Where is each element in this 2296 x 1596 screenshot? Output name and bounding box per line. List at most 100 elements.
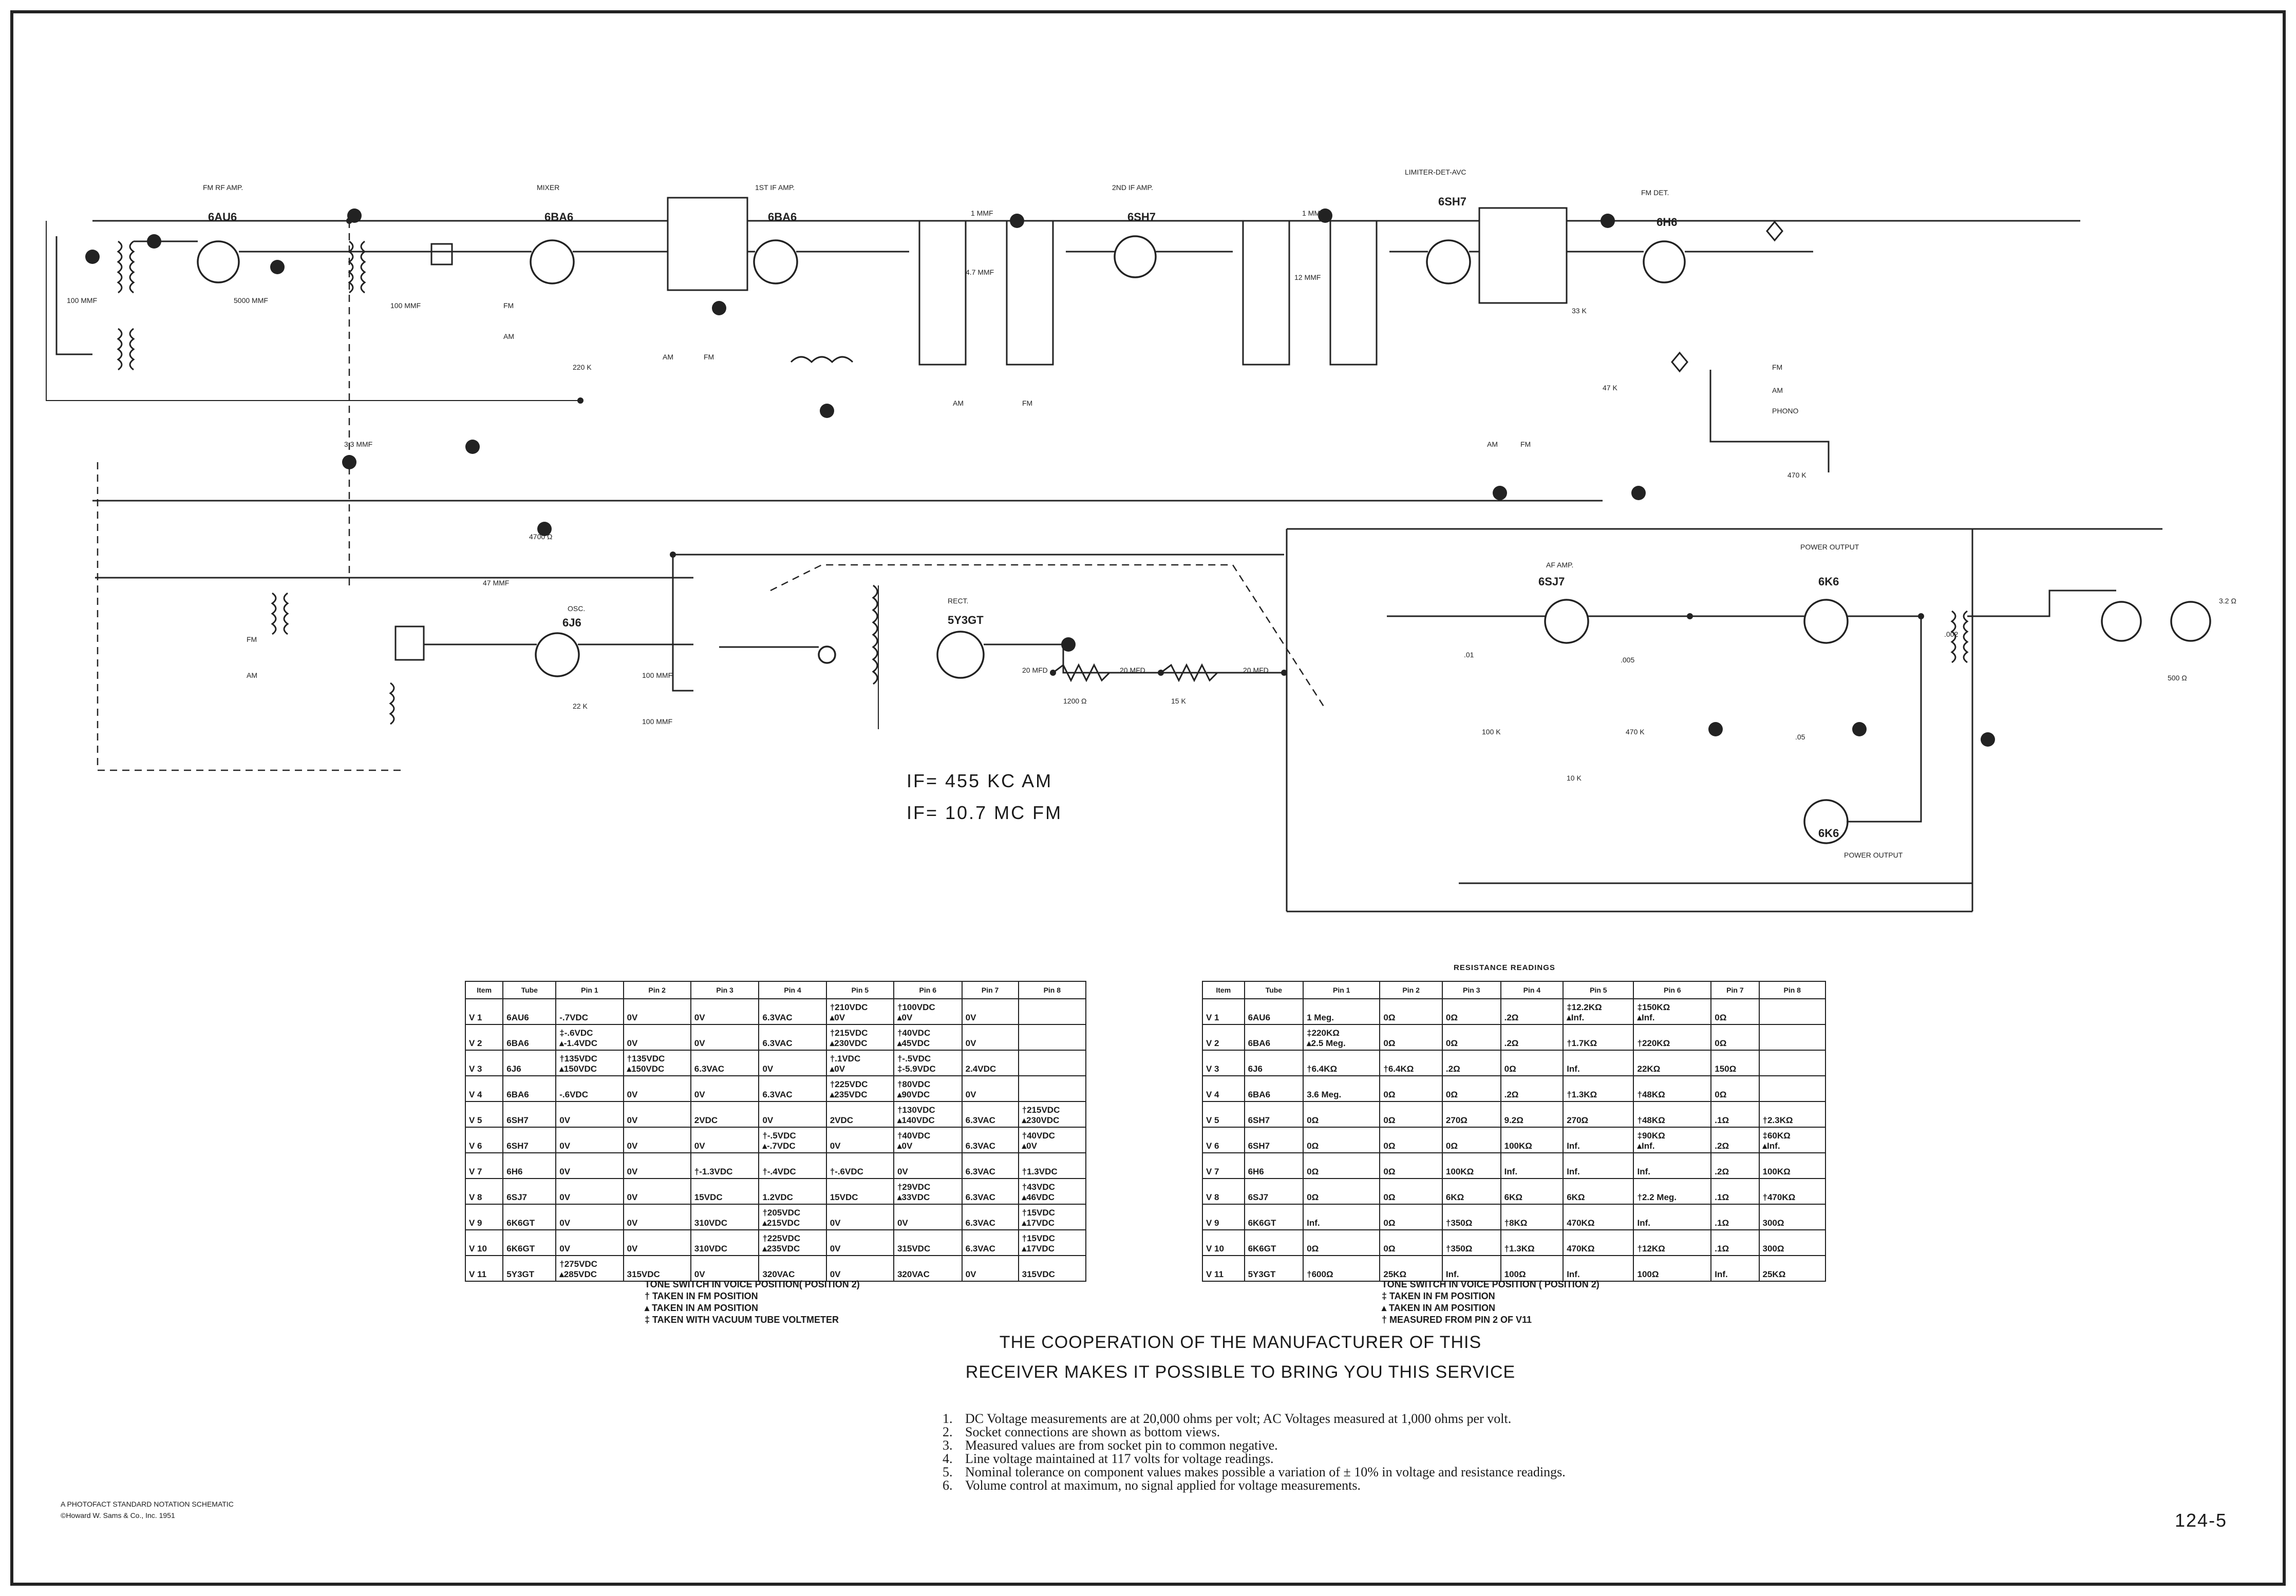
svg-text:AM: AM [663,353,673,361]
table-cell: †470KΩ [1758,1178,1827,1205]
table-cell: V 9 [464,1204,504,1230]
table-cell: †225VDC▴235VDC [758,1229,827,1256]
table-cell: 0Ω [1303,1152,1381,1179]
svg-text:100 MMF: 100 MMF [642,671,672,679]
table-cell: †210VDC▴0V [825,998,894,1025]
table-cell: 0Ω [1379,998,1443,1025]
cooperation-line: THE COOPERATION OF THE MANUFACTURER OF T… [999,1333,1482,1352]
table-cell: †.1VDC▴0V [825,1050,894,1076]
table-cell: 310VDC [690,1229,760,1256]
table-cell: 6SJ7 [502,1178,557,1205]
table-cell: †12KΩ [1633,1229,1712,1256]
svg-text:LIMITER-DET-AVC: LIMITER-DET-AVC [1405,168,1466,176]
table-cell: 0V [623,1127,691,1153]
table-cell: 0Ω [1710,1075,1760,1102]
table-cell: 6SH7 [1244,1101,1304,1128]
note-text: Measured values are from socket pin to c… [965,1438,1278,1453]
table-cell: 6.3VAC [961,1178,1019,1205]
table-cell: 0Ω [1379,1024,1443,1051]
svg-text:500 Ω: 500 Ω [2168,674,2187,682]
table-cell: 2.4VDC [961,1050,1019,1076]
note-text: Line voltage maintained at 117 volts for… [965,1451,1274,1466]
table-cell: †2.3KΩ [1758,1101,1827,1128]
svg-text:15 K: 15 K [1171,697,1186,705]
table-cell: 270Ω [1563,1101,1634,1128]
measurement-note: 5.Nominal tolerance on component values … [943,1466,1566,1479]
svg-text:MIXER: MIXER [537,183,559,192]
table-cell: 0Ω [1303,1178,1381,1205]
table-cell: 6K6GT [1244,1204,1304,1230]
svg-text:6H6: 6H6 [1657,216,1677,229]
svg-text:PHONO: PHONO [1772,407,1798,415]
table-cell: Inf. [1633,1204,1712,1230]
table-cell: 0V [555,1127,624,1153]
svg-text:AF AMP.: AF AMP. [1546,561,1573,569]
table-cell: 25KΩ [1758,1255,1827,1282]
v4-first-if-amp: 1ST IF AMP. 6BA6 [747,183,909,364]
note-text: Socket connections are shown as bottom v… [965,1424,1220,1439]
svg-text:6BA6: 6BA6 [544,211,573,223]
table-cell: Inf. [1563,1127,1634,1153]
table-cell: V 4 [464,1075,504,1102]
table-cell: 0V [690,1127,760,1153]
table-cell: Inf. [1441,1255,1501,1282]
column-header: Pin 6 [893,981,963,999]
table-cell: Inf. [1303,1204,1381,1230]
svg-text:220 K: 220 K [573,363,592,371]
svg-text:OSC.: OSC. [568,604,585,613]
svg-text:6K6: 6K6 [1818,575,1839,588]
table-cell: 0V [623,1024,691,1051]
v5-second-if-amp: 2ND IF AMP. 6SH7 [1066,183,1233,278]
table-cell: 0Ω [1379,1229,1443,1256]
table-cell: 0V [623,1101,691,1128]
svg-text:33 K: 33 K [1572,307,1587,315]
table-cell: †-.4VDC [758,1152,827,1179]
column-header: Pin 3 [690,981,760,999]
svg-text:FM: FM [1520,440,1531,448]
table-cell: 6SH7 [1244,1127,1304,1153]
table-cell: 100Ω [1500,1255,1564,1282]
svg-text:AM: AM [247,671,257,679]
table-cell: †215VDC▴230VDC [1018,1101,1087,1128]
table-cell: 0Ω [1379,1101,1443,1128]
table-cell: 15VDC [690,1178,760,1205]
table-cell: Inf. [1563,1050,1634,1076]
column-header: Pin 6 [1633,981,1712,999]
table-cell: V 9 [1202,1204,1245,1230]
v1-fm-rf-amp: FM RF AMP. 6AU6 [55,183,308,371]
svg-text:FM: FM [704,353,714,361]
table-cell: V 3 [1202,1050,1245,1076]
table-cell: 0Ω [1441,1024,1501,1051]
table-cell: ‡60KΩ▴Inf. [1758,1127,1827,1153]
svg-text:10 K: 10 K [1567,774,1582,782]
table-cell: 320VAC [758,1255,827,1282]
table-cell: 6K6GT [1244,1229,1304,1256]
svg-text:6K6: 6K6 [1818,827,1839,840]
table-cell: †-.5VDC‡-5.9VDC [893,1050,963,1076]
column-header: Pin 7 [961,981,1019,999]
note-number: 4. [943,1451,953,1466]
svg-text:1 MMF: 1 MMF [971,209,993,217]
table-cell: .2Ω [1441,1050,1501,1076]
table-cell: 6AU6 [502,998,557,1025]
svg-text:FM RF AMP.: FM RF AMP. [203,183,243,192]
table-cell: †48KΩ [1633,1075,1712,1102]
voltage-note: † TAKEN IN FM POSITION [645,1291,758,1301]
table-cell: 6H6 [1244,1152,1304,1179]
table-cell: V 10 [1202,1229,1245,1256]
table-cell: 0V [690,998,760,1025]
table-cell: 3.6 Meg. [1303,1075,1381,1102]
table-cell [1018,1024,1087,1051]
output-transformer: 3.2 Ω 500 Ω [1950,590,2236,682]
table-cell: 6.3VAC [961,1127,1019,1153]
table-cell: 1 Meg. [1303,998,1381,1025]
table-cell [1018,1075,1087,1102]
svg-text:FM: FM [1022,399,1032,407]
table-cell: 0Ω [1379,1075,1443,1102]
svg-text:100 K: 100 K [1482,728,1501,736]
table-cell: V 2 [464,1024,504,1051]
